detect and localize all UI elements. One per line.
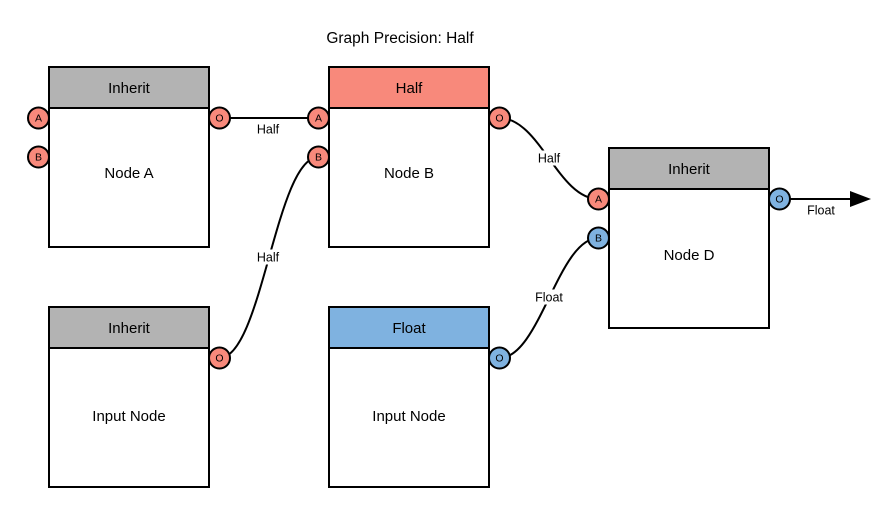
edge-label-bg (531, 289, 567, 305)
port-input-float-output-o[interactable]: O (488, 346, 511, 370)
port-letter: O (215, 113, 223, 125)
node-header (48, 306, 210, 349)
port-node-d-input-a[interactable]: A (587, 187, 610, 211)
node-title: Node B (384, 165, 434, 182)
edge-node-a-to-node-b[interactable]: Half (219, 117, 319, 137)
edge-label-bg (252, 121, 284, 137)
edge-label-bg (533, 150, 565, 166)
node-node-b[interactable]: Half Node B A B O (307, 66, 511, 248)
port-letter: B (35, 152, 42, 164)
port-node-b-input-b[interactable]: B (307, 145, 330, 169)
node-header-label: Inherit (668, 161, 711, 178)
port-circle[interactable] (307, 145, 330, 169)
edge-label: Float (535, 291, 563, 305)
edge-label: Float (807, 204, 835, 218)
nodes-layer: Inherit Node A A B O Half Node B A (27, 66, 791, 488)
port-circle[interactable] (587, 226, 610, 250)
port-letter: A (595, 194, 602, 206)
edge-input-float-to-node-d[interactable]: Float (499, 237, 599, 359)
edge-input-inherit-to-node-b[interactable]: Half (219, 156, 319, 359)
port-letter: A (315, 113, 322, 125)
node-header-label: Float (392, 320, 426, 337)
edge-label: Half (257, 251, 280, 265)
port-circle[interactable] (307, 106, 330, 130)
port-node-a-output-o[interactable]: O (208, 106, 231, 130)
node-header-label: Inherit (108, 80, 151, 97)
node-header (48, 66, 210, 109)
port-node-b-input-a[interactable]: A (307, 106, 330, 130)
port-letter: O (495, 113, 503, 125)
edge-label: Half (257, 123, 280, 137)
port-circle[interactable] (587, 187, 610, 211)
port-circle[interactable] (27, 106, 50, 130)
port-letter: A (35, 113, 42, 125)
node-title: Node A (104, 165, 153, 182)
port-letter: O (775, 194, 783, 206)
port-node-b-output-o[interactable]: O (488, 106, 511, 130)
port-circle[interactable] (488, 346, 511, 370)
node-title: Input Node (92, 408, 165, 425)
node-title: Input Node (372, 408, 445, 425)
node-node-d[interactable]: Inherit Node D A B O (587, 147, 791, 329)
graph-title: Graph Precision: Half (326, 30, 474, 47)
port-node-d-input-b[interactable]: B (587, 226, 610, 250)
node-header-label: Inherit (108, 320, 151, 337)
edges-layer: Half Half Half Float Float (219, 117, 872, 359)
port-input-inherit-output-o[interactable]: O (208, 346, 231, 370)
port-letter: B (315, 152, 322, 164)
node-node-a[interactable]: Inherit Node A A B O (27, 66, 231, 248)
node-header-label: Half (396, 80, 424, 97)
port-circle[interactable] (208, 346, 231, 370)
edge-label-bg (252, 249, 284, 265)
node-input-node-inherit[interactable]: Inherit Input Node O (48, 306, 231, 488)
node-header (328, 306, 490, 349)
node-input-node-float[interactable]: Float Input Node O (328, 306, 511, 488)
port-node-d-output-o[interactable]: O (768, 187, 791, 211)
node-header (328, 66, 490, 109)
edge-node-b-to-node-d[interactable]: Half (499, 117, 599, 200)
node-title: Node D (664, 247, 715, 264)
port-node-a-input-a[interactable]: A (27, 106, 50, 130)
port-letter: O (495, 353, 503, 365)
port-node-a-input-b[interactable]: B (27, 145, 50, 169)
node-header (608, 147, 770, 190)
arrowhead-icon (850, 191, 871, 207)
port-circle[interactable] (488, 106, 511, 130)
port-circle[interactable] (768, 187, 791, 211)
edge-node-d-output[interactable]: Float (779, 191, 872, 218)
port-letter: O (215, 353, 223, 365)
edge-label: Half (538, 152, 561, 166)
port-circle[interactable] (208, 106, 231, 130)
port-letter: B (595, 233, 602, 245)
port-circle[interactable] (27, 145, 50, 169)
